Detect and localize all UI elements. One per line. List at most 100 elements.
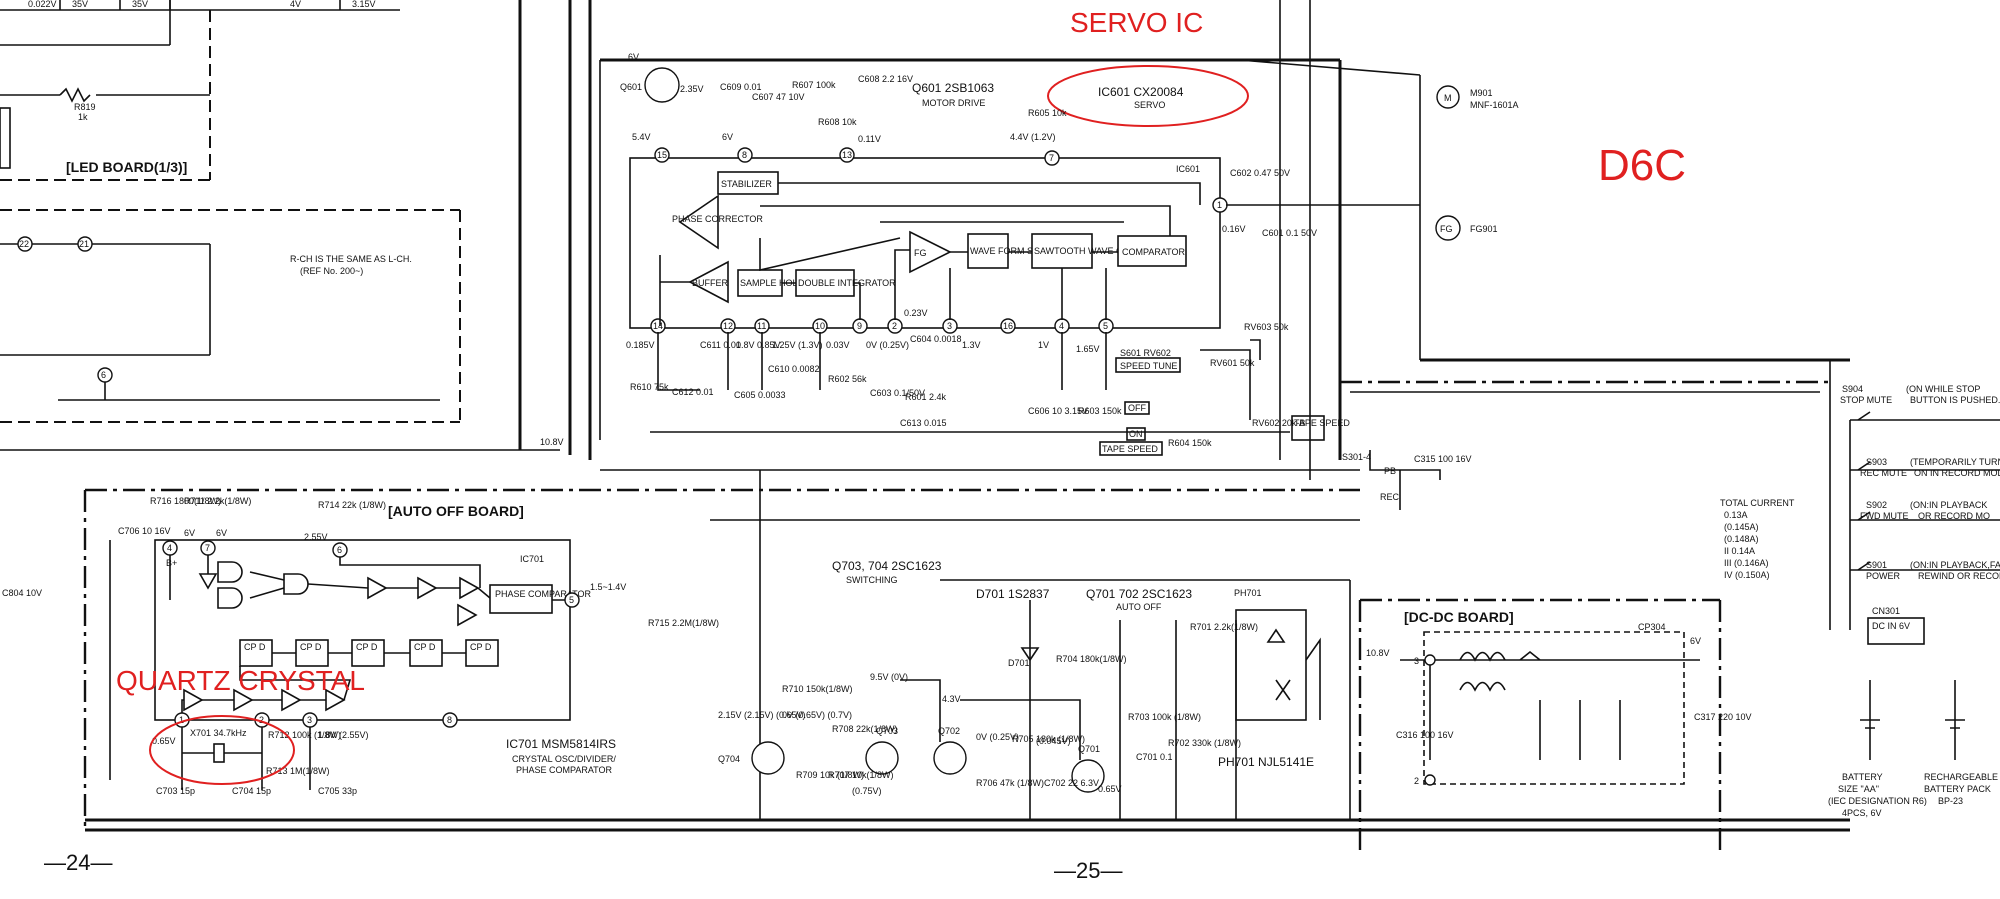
q601-label: Q601 2SB1063 bbox=[912, 81, 994, 95]
c317-label: C317 220 10V bbox=[1694, 712, 1752, 722]
total-current-4: II 0.14A bbox=[1724, 546, 1755, 556]
rv603-label: RV602 20k-B bbox=[1252, 418, 1305, 428]
r713-label: R713 1M(1/8W) bbox=[266, 766, 330, 776]
dcdc-board: [DC-DC BOARD] CP304 10.8V 6V 3 2 C316 10… bbox=[1358, 598, 1752, 850]
svg-text:Q702: Q702 bbox=[938, 726, 960, 736]
q702-transistor bbox=[933, 741, 967, 775]
ic701-sub1: CRYSTAL OSC/DIVIDER/ bbox=[512, 754, 616, 764]
m901-label: M901 bbox=[1470, 88, 1493, 98]
ph701-ref: PH701 bbox=[1234, 588, 1262, 598]
d701-title: D701 1S2837 bbox=[976, 587, 1050, 601]
wave-form-shaper-label: WAVE FORM SHAPER bbox=[970, 246, 1065, 256]
r707-label: R707 10k(1/8W) bbox=[828, 770, 894, 780]
voltage-label: 1V bbox=[1038, 340, 1049, 350]
q704-transistor bbox=[751, 741, 785, 775]
svg-text:16: 16 bbox=[1003, 321, 1013, 331]
voltage-label: (0.045V) bbox=[1036, 736, 1071, 746]
r602-label: C604 0.0018 bbox=[910, 334, 962, 344]
c704-label: C704 15p bbox=[232, 786, 271, 796]
r706-label: R706 47k (1/8W) bbox=[976, 778, 1044, 788]
svg-text:Q704: Q704 bbox=[718, 754, 740, 764]
battery-line2: SIZE "AA" bbox=[1838, 784, 1879, 794]
ic601-body bbox=[629, 157, 1221, 329]
c607-label: C607 47 10V bbox=[752, 92, 805, 102]
svg-text:11: 11 bbox=[757, 321, 766, 331]
voltage-label: 35V bbox=[132, 0, 148, 9]
q703-transistor bbox=[865, 741, 899, 775]
q703-704-label: Q703, 704 2SC1623 bbox=[832, 559, 942, 573]
c605-label: C606 10 3.15V bbox=[1028, 406, 1088, 416]
r705-label: R705 180k (1/8W) bbox=[1012, 734, 1085, 744]
r608-label: R608 10k bbox=[818, 117, 857, 127]
c316-label: C316 100 16V bbox=[1396, 730, 1454, 740]
voltage-label: 6V bbox=[628, 52, 639, 62]
svg-text:7: 7 bbox=[205, 543, 210, 553]
c701-label: C701 0.1 bbox=[1136, 752, 1173, 762]
total-current-3: (0.148A) bbox=[1724, 534, 1759, 544]
svg-text:15: 15 bbox=[657, 150, 667, 160]
cp304-box bbox=[1423, 631, 1685, 785]
svg-text:CP D: CP D bbox=[470, 642, 492, 652]
svg-text:CP D: CP D bbox=[356, 642, 378, 652]
r607-label: R607 100k bbox=[792, 80, 836, 90]
svg-text:3: 3 bbox=[307, 715, 312, 725]
voltage-label: 1.8V (2.55V) bbox=[318, 730, 369, 740]
voltage-label: 2.35V bbox=[680, 84, 704, 94]
page-number-right: —25— bbox=[1054, 858, 1122, 883]
ic701-label: IC701 MSM5814IRS bbox=[506, 737, 616, 751]
s904-desc1: (ON WHILE STOP bbox=[1906, 384, 1980, 394]
ic601-pin-15 bbox=[654, 147, 670, 163]
svg-text:4: 4 bbox=[1059, 321, 1064, 331]
led-board-section: R819 1k [LED BOARD(1/3)] 22 21 6 R-CH IS… bbox=[0, 0, 564, 451]
svg-text:10: 10 bbox=[815, 321, 825, 331]
node-label: 22 bbox=[19, 239, 29, 249]
svg-text:CP D: CP D bbox=[300, 642, 322, 652]
servo-ic-highlight bbox=[1047, 65, 1249, 127]
voltage-label: 0.65V bbox=[1098, 784, 1122, 794]
r716-label: R716 1800(1/8W) bbox=[150, 496, 221, 506]
node-22 bbox=[17, 236, 33, 252]
s904-func: STOP MUTE bbox=[1840, 395, 1892, 405]
c706-label: C706 10 16V bbox=[118, 526, 171, 536]
rch-note-line1: R-CH IS THE SAME AS L-CH. bbox=[290, 254, 412, 264]
pack-line1: RECHARGEABLE bbox=[1924, 772, 1998, 782]
voltage-label: 1.65V bbox=[1076, 344, 1100, 354]
page-number-left: —24— bbox=[44, 850, 112, 875]
voltage-label: 0V (0.65V) (0.7V) bbox=[782, 710, 852, 720]
crystal-x701 bbox=[213, 743, 225, 763]
stabilizer-label: STABILIZER bbox=[721, 179, 772, 189]
svg-text:Q701: Q701 bbox=[1078, 744, 1100, 754]
tape-speed-box: TAPE SPEED bbox=[1102, 444, 1158, 454]
dcdc-voltage-out: 6V bbox=[1690, 636, 1701, 646]
r609-label: C611 0.01 bbox=[700, 340, 741, 350]
svg-text:2: 2 bbox=[259, 715, 264, 725]
r819-value: 1k bbox=[78, 112, 88, 122]
voltage-label: 1.5~1.4V bbox=[590, 582, 626, 592]
s902-desc1: (ON:IN PLAYBACK bbox=[1910, 500, 1987, 510]
ic601-pin-8 bbox=[737, 147, 753, 163]
c702-label: C702 22 6.3V bbox=[1044, 778, 1099, 788]
ph701-label: PH701 NJL5141E bbox=[1218, 755, 1314, 769]
r703-label: R703 100k (1/8W) bbox=[1128, 712, 1201, 722]
voltage-label: 6V bbox=[216, 528, 227, 538]
d701-label: D701 bbox=[1008, 658, 1030, 668]
c611-label: C610 0.0082 bbox=[768, 364, 820, 374]
auto-off-circuit: Q703, 704 2SC1623 SWITCHING D701 1S2837 … bbox=[600, 469, 1360, 820]
voltage-label: 4.3V bbox=[942, 694, 961, 704]
node-label: 6 bbox=[101, 370, 106, 380]
c609-label: C609 0.01 bbox=[720, 82, 762, 92]
voltage-label: (0.75V) bbox=[852, 786, 882, 796]
cp304-label: CP304 bbox=[1638, 622, 1666, 632]
phase-corrector-amp bbox=[678, 194, 719, 250]
c602-label: C602 0.47 50V bbox=[1230, 168, 1290, 178]
pack-line3: BP-23 bbox=[1938, 796, 1963, 806]
s301-label: S301-4 bbox=[1342, 452, 1371, 462]
svg-text:FG: FG bbox=[1440, 224, 1453, 234]
c703-label: C703 15p bbox=[156, 786, 195, 796]
auto-off-title: [AUTO OFF BOARD] bbox=[388, 503, 524, 519]
auto-off-function: AUTO OFF bbox=[1116, 602, 1162, 612]
r708-label: R708 22k(1/8W) bbox=[832, 724, 898, 734]
rv602-label: R604 150k bbox=[1168, 438, 1212, 448]
r601-label: C603 0.1/50V bbox=[870, 388, 925, 398]
